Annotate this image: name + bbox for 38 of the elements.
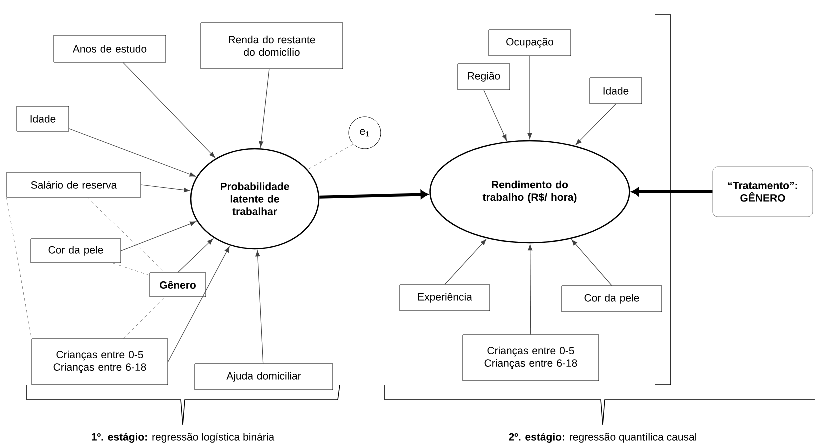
arrow (259, 68, 270, 148)
arrow (576, 104, 616, 146)
stage-caption: 1º. estágio: regressão logística binária (92, 433, 275, 443)
arrow (572, 240, 612, 286)
variable-box: Região (458, 64, 510, 90)
arrow (528, 244, 533, 336)
variable-box: Ajuda domiciliar (194, 364, 334, 390)
arrow (168, 246, 230, 362)
variable-box: Cor da pele (30, 238, 122, 264)
arrow (140, 184, 190, 193)
arrow (528, 56, 532, 140)
treatment-box: “Tratamento”: GÊNERO (712, 166, 814, 218)
connector-line (308, 144, 354, 170)
connector-line (6, 198, 32, 339)
connector-line (112, 263, 150, 276)
arrow (122, 62, 216, 158)
connector-line (123, 297, 166, 339)
variable-box: Crianças entre 0-5 Crianças entre 6-18 (462, 334, 600, 382)
variable-box: Renda do restante do domicílio (200, 22, 344, 70)
connector-line (87, 198, 166, 273)
arrow (484, 90, 508, 141)
variable-box: Anos de estudo (54, 35, 166, 63)
variable-box: Ocupação (488, 30, 572, 56)
arrow (632, 188, 713, 196)
variable-box: Idade (16, 106, 70, 132)
variable-box: Experiência (400, 284, 490, 312)
arrow (444, 239, 487, 286)
stage-caption: 2º. estágio: regressão quantílica causal (509, 433, 696, 443)
arrow (178, 238, 214, 274)
variable-box: Crianças entre 0-5 Crianças entre 6-18 (32, 338, 168, 386)
arrow (320, 190, 428, 200)
variable-box: Cor da pele (562, 286, 662, 312)
variable-box: Idade (590, 78, 642, 104)
arrow (120, 222, 196, 252)
arrow (68, 128, 196, 177)
variable-box: Gênero (150, 272, 206, 298)
variable-box: Salário de reserva (6, 172, 142, 198)
arrow (256, 250, 264, 364)
